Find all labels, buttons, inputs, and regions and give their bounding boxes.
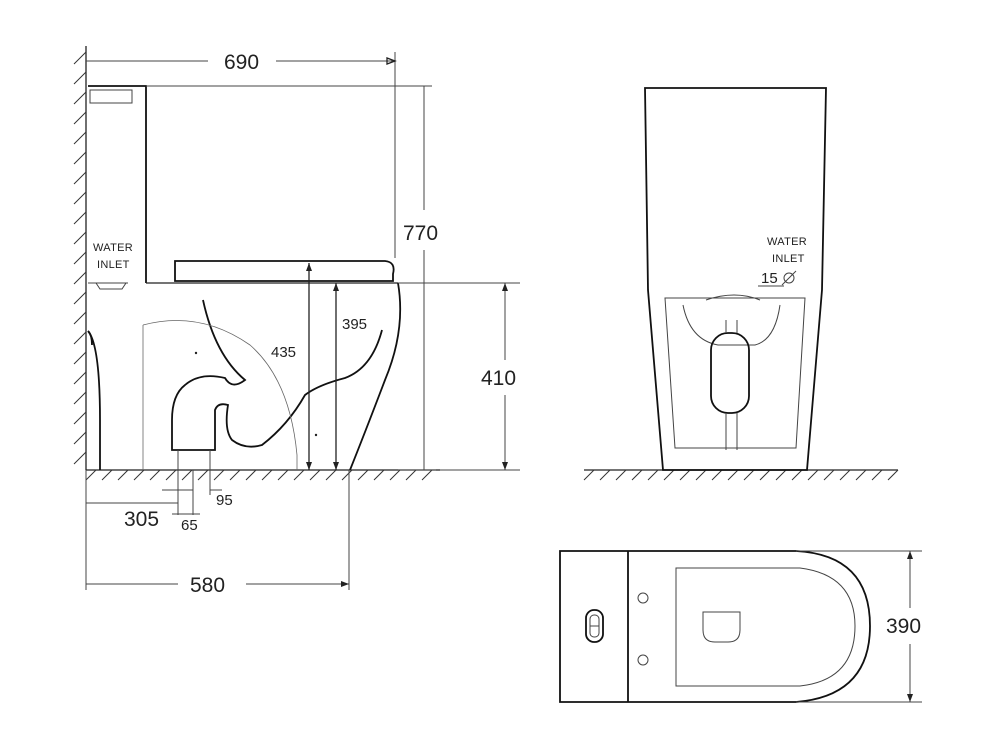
dim-seat-height-395: 395 xyxy=(342,316,367,333)
front-water-inlet-label-line2: INLET xyxy=(772,253,805,265)
dim-base-depth: 580 xyxy=(190,574,225,597)
flush-button-icon xyxy=(585,609,604,643)
dim-overall-height: 770 xyxy=(403,222,438,245)
water-inlet-label-line2: INLET xyxy=(97,259,130,271)
dimension-770: 770 xyxy=(146,85,438,471)
dimension-outlet: 95 305 65 xyxy=(86,470,233,534)
seat-lid xyxy=(146,260,398,284)
front-view: WATER INLET 15 xyxy=(583,87,899,481)
dimension-410: 410 xyxy=(398,282,520,471)
dim-overall-width: 690 xyxy=(224,51,259,74)
front-floor xyxy=(583,469,899,481)
bowl xyxy=(87,282,402,471)
dimension-390: 390 xyxy=(796,550,922,703)
water-inlet-label-line1: WATER xyxy=(93,242,133,254)
top-view: 390 xyxy=(559,550,922,703)
front-water-inlet-label-line1: WATER xyxy=(767,236,807,248)
front-body xyxy=(644,87,827,471)
inlet-marker: 15 xyxy=(758,270,797,287)
dimension-435: 435 xyxy=(271,263,312,470)
dim-top-width: 390 xyxy=(886,615,921,638)
dim-outlet-offset: 305 xyxy=(124,508,159,531)
dimension-690: 690 xyxy=(86,51,397,258)
side-view: WATER INLET 690 xyxy=(73,46,520,597)
dimension-395: 395 xyxy=(333,283,367,470)
dimension-580: 580 xyxy=(85,470,350,597)
top-outline xyxy=(559,550,871,703)
dim-seat-height-435: 435 xyxy=(271,344,296,361)
wall xyxy=(73,46,87,470)
dim-inlet: 15 xyxy=(761,270,778,287)
dim-outlet-width: 65 xyxy=(181,517,198,534)
dim-pan-height: 410 xyxy=(481,367,516,390)
cistern: WATER INLET xyxy=(88,85,147,290)
floor xyxy=(85,469,440,481)
dim-outlet-diameter: 95 xyxy=(216,492,233,509)
